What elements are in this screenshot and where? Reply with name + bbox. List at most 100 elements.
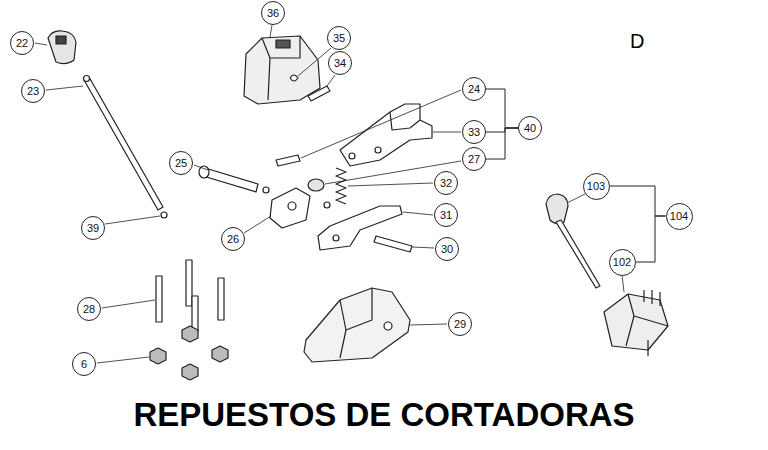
leader-line	[102, 300, 155, 308]
rod-end	[84, 76, 90, 82]
cover-edge	[268, 58, 270, 100]
assembly-post	[644, 290, 660, 306]
callout-circle: 103	[583, 173, 610, 200]
bracket-hole	[349, 153, 355, 159]
base-edge	[340, 288, 372, 330]
clip	[290, 75, 298, 81]
leader-line	[46, 86, 83, 90]
bracket-hole	[375, 147, 381, 153]
handle-rod	[556, 220, 600, 288]
callout-number: 25	[175, 158, 187, 169]
bushing	[308, 179, 324, 191]
leader-line	[327, 75, 335, 86]
callout-number: 27	[468, 154, 480, 165]
leader-line	[567, 194, 585, 203]
callout-number: 29	[454, 319, 466, 330]
bracket-line	[486, 89, 518, 128]
cover-edge	[262, 36, 300, 58]
leader-line	[410, 324, 447, 325]
callout-circle: 36	[261, 1, 285, 25]
page-title: REPUESTOS DE CORTADORAS	[0, 396, 768, 434]
callout-circle: 32	[434, 171, 458, 195]
bracket-line	[636, 216, 666, 262]
leader-line	[403, 212, 433, 215]
base-hole	[384, 322, 392, 330]
handle-knob	[546, 194, 568, 224]
callout-number: 26	[227, 234, 239, 245]
callout-circle: 34	[328, 51, 352, 75]
callout-circle: 102	[609, 249, 636, 276]
leader-line	[433, 132, 461, 133]
callout-circle: 39	[81, 216, 105, 240]
callout-number: 39	[87, 223, 99, 234]
sheet-letter: D	[630, 30, 644, 53]
callout-number: 22	[16, 38, 28, 49]
knob	[48, 31, 76, 64]
screw	[192, 296, 198, 332]
callout-number: 32	[440, 178, 452, 189]
pin	[374, 236, 412, 252]
nut	[212, 346, 228, 362]
callout-circle: 29	[448, 312, 472, 336]
callout-circle: 31	[434, 203, 458, 227]
shaft	[203, 168, 258, 192]
leader-line	[348, 183, 433, 186]
nut	[182, 326, 198, 342]
leader-line	[622, 275, 624, 292]
block-hole	[288, 202, 296, 210]
screw	[186, 260, 192, 306]
base-edge	[340, 330, 346, 358]
shaft-end	[199, 166, 209, 178]
screw	[156, 276, 162, 322]
spring	[336, 168, 346, 204]
callout-circle: 27	[462, 147, 486, 171]
bracket-line	[610, 186, 666, 216]
pin	[276, 155, 300, 166]
washer	[324, 202, 330, 208]
leader-line	[97, 357, 149, 363]
callout-circle: 40	[518, 116, 542, 140]
callout-number: 40	[524, 123, 536, 134]
nut	[182, 364, 198, 380]
callout-number: 6	[81, 359, 87, 370]
assembly	[604, 294, 668, 350]
rod	[84, 77, 163, 210]
callout-circle: 22	[10, 31, 34, 55]
assembly-edge	[626, 294, 668, 346]
callout-number: 31	[440, 210, 452, 221]
callout-number: 34	[334, 58, 346, 69]
callout-circle: 24	[462, 77, 486, 101]
block	[270, 188, 310, 228]
cover	[244, 36, 320, 104]
callout-circle: 28	[77, 297, 101, 321]
leader-line	[298, 48, 331, 76]
callout-number: 102	[613, 257, 631, 268]
callout-circle: 25	[169, 151, 193, 175]
callout-circle: 104	[666, 203, 693, 230]
base	[304, 288, 410, 362]
callout-circle: 26	[221, 227, 245, 251]
callout-number: 33	[468, 127, 480, 138]
leader-line	[105, 216, 160, 224]
screw	[218, 278, 224, 320]
callout-number: 30	[441, 244, 453, 255]
nut	[150, 348, 166, 364]
bracket-line	[486, 128, 518, 132]
callout-number: 104	[670, 211, 688, 222]
leader-line	[301, 90, 461, 158]
washer	[263, 187, 269, 193]
lever-hole	[333, 235, 339, 241]
pin	[308, 86, 330, 101]
callout-number: 103	[587, 181, 605, 192]
leader-line	[35, 43, 47, 45]
callout-number: 24	[468, 84, 480, 95]
cover-label	[276, 40, 290, 48]
callout-circle: 33	[462, 120, 486, 144]
leader-line	[270, 25, 272, 37]
ring	[161, 212, 167, 218]
callout-number: 35	[333, 33, 345, 44]
callout-circle: 35	[327, 26, 351, 50]
leader-line	[412, 247, 434, 248]
